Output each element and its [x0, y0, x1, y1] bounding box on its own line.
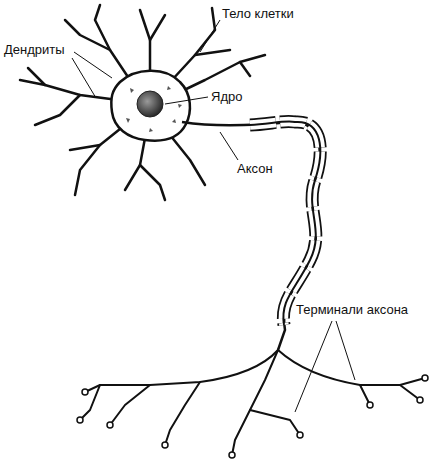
dendrites: [20, 5, 265, 200]
nucleus: [137, 91, 163, 117]
granules: [126, 86, 182, 132]
axon-terminals: [80, 350, 425, 455]
part-label: Ядро: [211, 89, 242, 105]
part-label: Аксон: [237, 161, 273, 177]
part-label: Дендриты: [4, 42, 65, 58]
leader-lines: [72, 20, 355, 412]
cell-body: [111, 71, 190, 141]
myelin-sheath: [250, 121, 320, 325]
part-label: Терминали аксона: [296, 302, 408, 318]
terminal-buttons: [77, 375, 428, 458]
part-label: Тело клетки: [222, 6, 294, 22]
